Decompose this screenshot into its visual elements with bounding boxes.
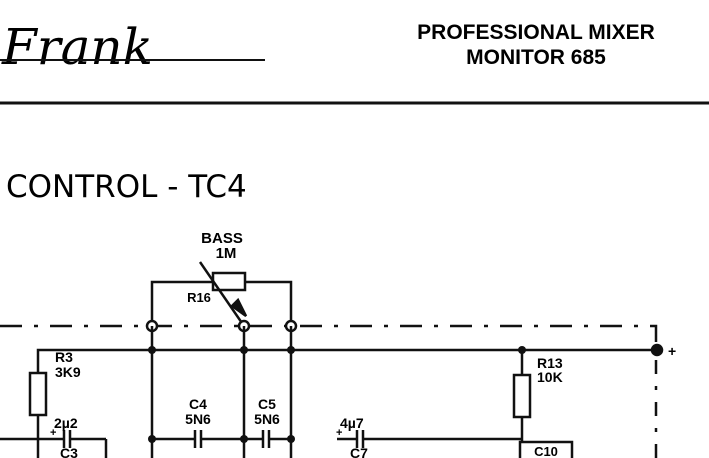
c4-value: 5N6 (185, 411, 211, 427)
c4-ref: C4 (189, 396, 207, 412)
c3-polarity: + (50, 427, 56, 439)
r13-ref: R13 (537, 355, 563, 371)
junction-dots (148, 346, 526, 443)
c5-value: 5N6 (254, 411, 280, 427)
supply-rail (36, 343, 664, 373)
c7-value: 4µ7 (340, 415, 364, 431)
document-title-line1: PROFESSIONAL MIXER (417, 21, 655, 44)
resistor-r13 (512, 350, 532, 442)
supply-plus-mark: + (668, 343, 676, 359)
module-boundary (0, 324, 658, 458)
capacitor-c10 (518, 440, 574, 458)
c3-value: 2µ2 (54, 415, 78, 431)
c7-polarity: + (336, 427, 342, 439)
capacitor-c5 (244, 430, 291, 448)
bass-pot-name: BASS (201, 230, 243, 247)
r3-ref: R3 (55, 349, 73, 365)
section-title: CONTROL - TC4 (6, 169, 247, 205)
r3-value: 3K9 (55, 364, 81, 380)
capacitor-c3 (0, 430, 108, 458)
r13-value: 10K (537, 369, 563, 385)
brand-logo: Frank (1, 18, 153, 76)
c10-ref: C10 (534, 444, 558, 458)
capacitor-c4 (152, 430, 244, 448)
c7-ref: C7 (350, 445, 368, 458)
header: Frank PROFESSIONAL MIXER MONITOR 685 (0, 18, 709, 105)
document-title-line2: MONITOR 685 (466, 46, 606, 69)
bass-pot-value: 1M (216, 245, 237, 262)
capacitor-c7 (337, 430, 522, 448)
c5-ref: C5 (258, 396, 276, 412)
bass-potentiometer (150, 261, 293, 327)
bass-pot-ref: R16 (187, 290, 211, 305)
resistor-r3 (28, 371, 48, 458)
c3-ref: C3 (60, 445, 78, 458)
